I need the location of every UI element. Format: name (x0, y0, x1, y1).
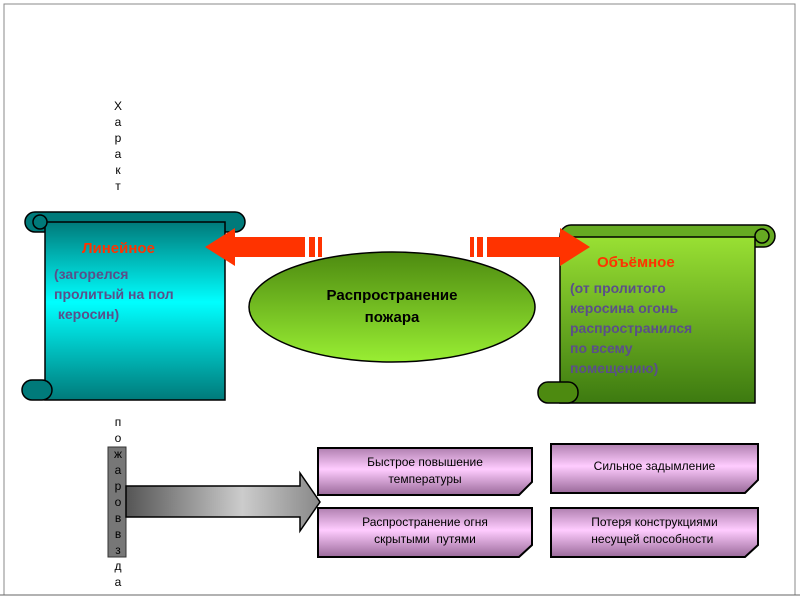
text-line: Сильное задымление (593, 459, 716, 473)
left-scroll (21, 211, 246, 401)
text-line: пролитый на пол (54, 286, 174, 302)
text-line: несущей способности (591, 532, 714, 546)
left-scroll-text: (загорелся пролитый на пол керосин) (54, 264, 174, 324)
arrow-right (470, 228, 590, 266)
left-scroll-title: Линейное (82, 240, 155, 257)
text-line: распространился (570, 320, 693, 336)
feature-box: Сильное задымление (551, 444, 758, 489)
letter: д (114, 559, 122, 573)
right-scroll (537, 224, 776, 404)
right-scroll-title: Объёмное (597, 254, 675, 271)
text-line: скрытыми путями (374, 532, 476, 546)
letter: т (115, 179, 121, 193)
letter: о (114, 431, 122, 445)
letter: р (114, 131, 122, 145)
text-line: Потеря конструкциями (591, 515, 718, 529)
text-line: температуры (388, 471, 462, 486)
letter: а (114, 115, 122, 129)
letter: а (114, 147, 122, 161)
feature-box: Распространение огня скрытыми путями (318, 508, 532, 554)
text-line: Распространение огня (362, 515, 488, 529)
letter: о (114, 495, 122, 509)
text-line: керосина огонь (570, 300, 679, 316)
letter: в (114, 527, 122, 541)
feature-box: Потеря конструкциями несущей способности (551, 508, 758, 554)
letter: в (114, 511, 122, 525)
text-line: по всему (570, 340, 633, 356)
text-line: Быстрое повышение (367, 454, 483, 469)
text-line: Распространение (326, 287, 458, 304)
letter: з (115, 543, 121, 557)
center-ellipse (248, 251, 536, 363)
letter: п (114, 415, 122, 429)
letter: а (114, 575, 122, 589)
letter: а (114, 463, 122, 477)
right-scroll-text: (от пролитого керосина огонь распространил… (570, 278, 692, 378)
text-line: (загорелся (54, 266, 129, 282)
letter: Х (113, 99, 122, 113)
letter: р (114, 479, 122, 493)
text-line: пожара (364, 309, 420, 326)
feature-box: Быстрое повышение температуры (318, 448, 532, 493)
letter: ж (113, 447, 123, 461)
center-label: Распространение пожара (250, 285, 534, 329)
text-line: (от пролитого (570, 280, 666, 296)
arrow-left (205, 228, 322, 266)
letter: к (115, 163, 121, 177)
feature-box-shapes (317, 443, 759, 558)
text-line: керосин) (54, 306, 120, 322)
text-line: помещению) (570, 360, 659, 376)
gray-arrow (125, 470, 321, 534)
